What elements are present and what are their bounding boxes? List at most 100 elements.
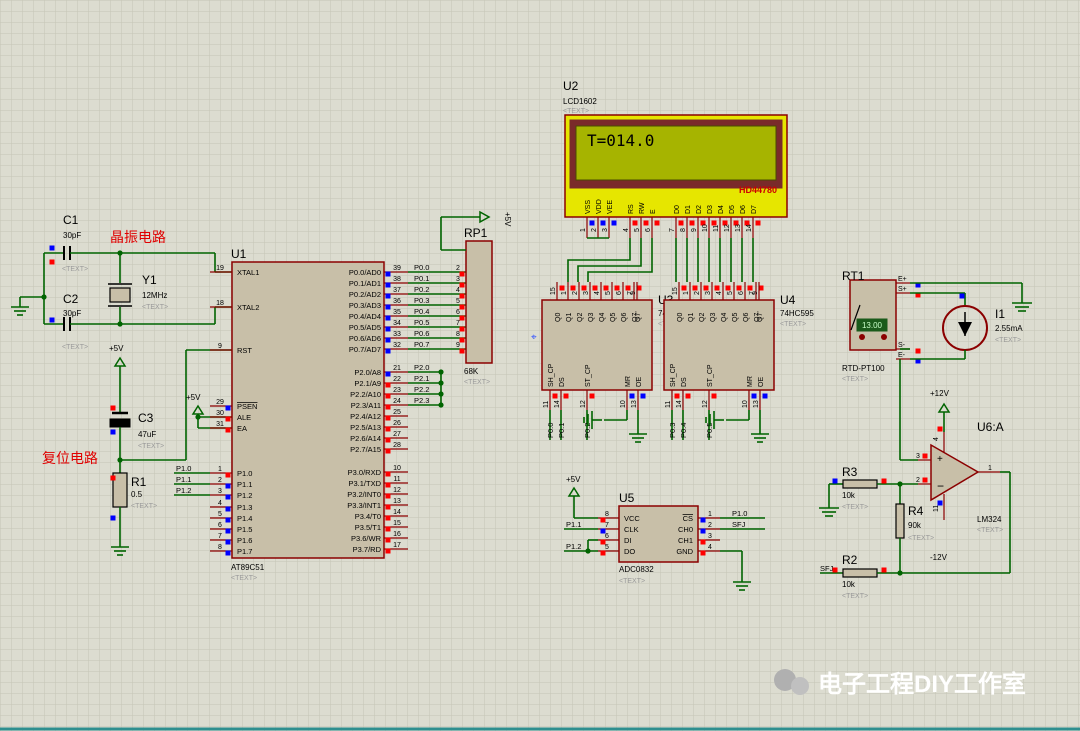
pin-state-marker	[581, 285, 587, 291]
u3-pin-num: 7	[627, 291, 634, 295]
pin-state-marker	[385, 437, 391, 443]
opamp-u6-body	[930, 443, 980, 502]
pin-state-marker	[762, 393, 768, 399]
opamp-plus-sign: +	[937, 454, 943, 465]
rtd-pin-name: E+	[898, 276, 907, 283]
u3-pin-name: Q1	[566, 313, 573, 322]
u1-net-label: P2.0	[414, 363, 429, 372]
pin-state-marker	[49, 317, 55, 323]
pin-state-marker	[552, 393, 558, 399]
pin-state-marker	[625, 285, 631, 291]
wechat-icon-bubble	[791, 677, 809, 695]
pin-state-marker	[758, 285, 764, 291]
lcd-u2-screen	[575, 125, 777, 181]
pin-state-marker	[611, 220, 617, 226]
pin-state-marker	[385, 548, 391, 554]
c2-text: <TEXT>	[62, 344, 88, 351]
junction-dot	[117, 321, 123, 327]
pin-state-marker	[714, 285, 720, 291]
u4-pin-num: 6	[738, 291, 745, 295]
u1-pin-name: P1.5	[237, 525, 252, 534]
junction-dot	[41, 294, 47, 300]
u4-pin-name: ST_CP	[707, 364, 714, 387]
p1-net-label: P1.0	[176, 464, 191, 473]
rtd-rt1-display	[856, 318, 888, 332]
c3-ref: C3	[138, 411, 154, 425]
pin-state-marker	[559, 285, 565, 291]
rt1-ref: RT1	[842, 269, 865, 283]
rp1-pin-num: 2	[456, 265, 460, 272]
u4-pin-num: 13	[753, 400, 760, 408]
rp1-ref: RP1	[464, 226, 488, 240]
u2-part: LCD1602	[563, 97, 597, 106]
c2-ref: C2	[63, 292, 79, 306]
pin-state-marker	[385, 537, 391, 543]
shift-register-u3-body	[541, 299, 653, 391]
u1-pin-num: 24	[393, 398, 401, 405]
pin-state-marker	[915, 358, 921, 364]
pin-state-marker	[110, 429, 116, 435]
pin-state-marker	[592, 285, 598, 291]
rt1-text: <TEXT>	[842, 376, 868, 383]
junction-dot	[117, 250, 123, 256]
u1-pin-name: RST	[237, 346, 252, 355]
lcd-pin-name: D4	[718, 205, 725, 214]
crosshair-icon: ⌖	[531, 332, 537, 343]
pin-state-marker	[570, 285, 576, 291]
rtd-arrow	[850, 304, 861, 331]
u1-pin-name: P3.1/TXD	[348, 479, 381, 488]
u3-pin-num: 12	[580, 400, 587, 408]
u1-pin-name: P3.5/T1	[355, 523, 381, 532]
pin-state-marker	[385, 315, 391, 321]
u1-pin-name: XTAL2	[237, 303, 259, 312]
u4-ref: U4	[780, 293, 796, 307]
rp1-value: 68K	[464, 367, 479, 376]
u4-pin-num: 1	[683, 291, 690, 295]
u4-pin-name: DS	[681, 377, 688, 387]
pin-state-marker	[225, 506, 231, 512]
pin-state-marker	[600, 220, 606, 226]
rtd-pin-name: E-	[898, 352, 906, 359]
u1-pin-num: 5	[218, 511, 222, 518]
u1-pin-name: P0.1/AD1	[349, 279, 381, 288]
u1-pin-num: 22	[393, 376, 401, 383]
u1-pin-num: 26	[393, 420, 401, 427]
u1-net-label: P0.0	[414, 263, 429, 272]
pin-state-marker	[700, 539, 706, 545]
lcd-pin-num: 9	[691, 228, 698, 232]
u6-ref: U6:A	[977, 420, 1004, 434]
lcd-display-text: T=014.0	[587, 131, 654, 150]
u4-pin-num: 15	[672, 287, 679, 295]
pin-state-marker	[692, 285, 698, 291]
u5-pin-num: 4	[708, 544, 712, 551]
pin-state-marker	[110, 475, 116, 481]
pin-state-marker	[922, 477, 928, 483]
pin-state-marker	[385, 293, 391, 299]
u1-pin-name: P1.0	[237, 469, 252, 478]
i1-ref: I1	[995, 307, 1005, 321]
u1-pin-num: 7	[218, 533, 222, 540]
pin-state-marker	[600, 517, 606, 523]
u1-pin-num: 27	[393, 431, 401, 438]
u3-pin-num: 10	[620, 400, 627, 408]
u4-pin-num: 3	[705, 291, 712, 295]
pin-state-marker	[385, 326, 391, 332]
u6-part: LM324	[977, 515, 1002, 524]
u3-net-label: P0.2	[583, 423, 592, 438]
u4-q7s-num: 9	[752, 291, 759, 295]
u3-pin-num: 11	[543, 401, 550, 408]
resistor-r3	[842, 479, 878, 489]
junction-dot	[585, 548, 591, 554]
rtd-terminal-left	[859, 334, 865, 340]
c1-ref: C1	[63, 213, 79, 227]
pin-state-marker	[385, 482, 391, 488]
u1-pin-num: 30	[216, 410, 224, 417]
pin-state-marker	[832, 478, 838, 484]
pin-state-marker	[385, 471, 391, 477]
pin-state-marker	[459, 315, 465, 321]
u1-pin-num: 32	[393, 342, 401, 349]
r2-ref: R2	[842, 553, 858, 567]
c3-value: 47uF	[138, 430, 156, 439]
lcd-pin-name: VEE	[607, 200, 614, 214]
